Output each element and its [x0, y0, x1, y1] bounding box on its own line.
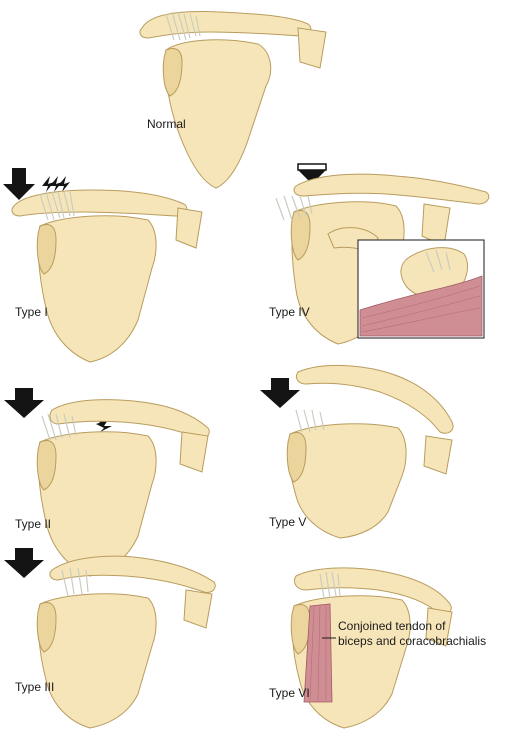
scapula-body [165, 39, 272, 189]
force-arrow-icon [4, 548, 44, 578]
panel-type-vi: Conjoined tendon of biceps and coracobra… [269, 567, 486, 729]
force-arrow-icon [4, 388, 44, 418]
panel-type-ii: Type II [4, 388, 210, 577]
glenoid [162, 48, 183, 97]
acromion-tip [179, 431, 209, 473]
scapula-body [287, 423, 407, 539]
panel-normal: Normal [139, 11, 327, 189]
label-type-iii: Type III [15, 680, 54, 694]
ligaments [41, 413, 77, 441]
glenoid [290, 210, 311, 261]
acromion-tip [175, 207, 203, 249]
glenoid [36, 602, 57, 653]
ligaments [275, 195, 313, 221]
acromion-tip [423, 435, 453, 475]
label-type-vi: Type VI [269, 686, 310, 700]
glenoid [36, 224, 57, 275]
ligaments [39, 191, 75, 221]
deltoid-trapezius-muscle [359, 275, 483, 337]
glenoid [286, 432, 307, 483]
force-arrow-icon [297, 163, 327, 184]
panel-type-i: Type I [3, 168, 203, 363]
clavicle [293, 173, 490, 205]
annotation-line-1: Conjoined tendon of [338, 619, 446, 633]
clavicle [139, 11, 312, 39]
label-type-i: Type I [15, 305, 48, 319]
panel-type-iv: Type IV [269, 163, 490, 345]
acromion-tip [297, 27, 327, 69]
panel-type-iii: Type III [4, 548, 216, 729]
label-type-iv: Type IV [269, 305, 310, 319]
scapula-body [37, 215, 157, 363]
ligaments [165, 11, 201, 41]
clavicle [49, 555, 216, 593]
scapula-body [37, 593, 157, 729]
clavicle [295, 365, 454, 434]
force-arrow-icon [260, 378, 300, 408]
label-type-v: Type V [269, 515, 306, 529]
glenoid [36, 440, 57, 491]
ligaments [319, 571, 341, 599]
label-type-ii: Type II [15, 517, 51, 531]
conjoined-tendon [303, 603, 333, 703]
annotation-line-2: biceps and coracobrachialis [338, 634, 486, 648]
acromion-tip [425, 607, 453, 647]
ligaments [61, 567, 89, 597]
acromion-tip [183, 589, 213, 629]
ligaments [295, 409, 325, 433]
impact-spark-icon [42, 176, 70, 192]
clavicle [11, 189, 188, 217]
panel-type-v: Type V [260, 365, 454, 539]
label-normal: Normal [147, 117, 186, 131]
force-arrow-icon [3, 168, 35, 200]
inset-frame [357, 239, 485, 339]
glenoid [290, 604, 311, 655]
